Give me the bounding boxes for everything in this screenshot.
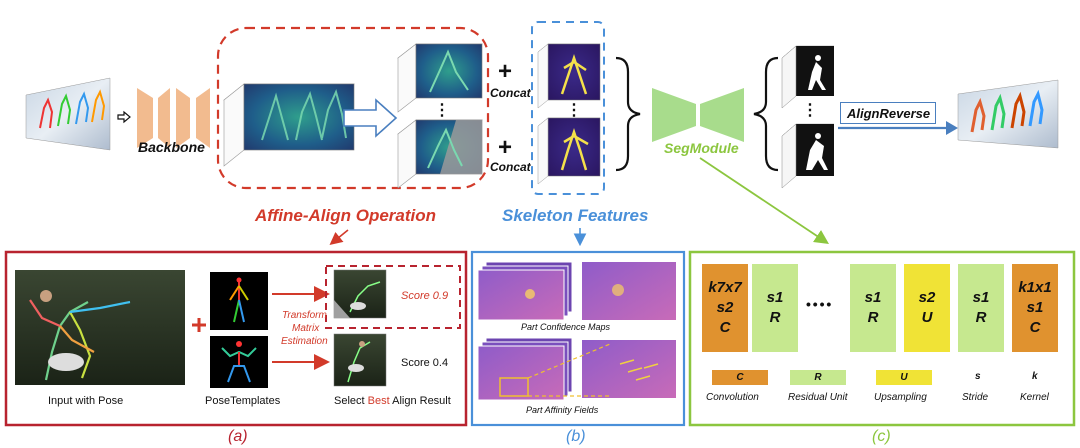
align-reverse-label: AlignReverse [847,106,931,121]
block-residual-2-stride: s1 [864,289,882,306]
legend-label-stride: Stride [962,392,989,403]
pose-template-1 [210,272,268,330]
confidence-maps-image [477,261,676,321]
transform-text-3: Estimation [281,336,328,347]
block-conv-1x1-type: C [1029,319,1041,336]
select-best-caption-best: Best [367,395,390,407]
affine-align-box [216,26,490,190]
segmodule-to-panel-c-arrow [699,157,829,244]
merge-brace [615,56,641,172]
block-conv-7x7-kernel: k7x7 [708,279,742,296]
block-upsample-stride: s2 [918,289,936,306]
pose-template-2 [210,336,268,388]
affinity-fields-image [477,337,676,401]
plus-icon-red [192,318,206,332]
affine-align-title: Affine-Align Operation [255,206,437,225]
select-best-caption: Select Best Align Result [334,395,451,407]
legend-label-conv: Convolution [706,392,759,403]
skeleton-features-box [531,21,605,195]
legend-label-upsample: Upsampling [874,392,927,403]
legend-key-stride: s [975,371,981,382]
pose-templates-caption: PoseTemplates [205,395,281,407]
block-residual-3-type: R [975,309,987,326]
input-arrow [117,110,131,124]
best-result-highlight [325,265,461,329]
block-conv-1x1-kernel: k1x1 [1018,279,1052,296]
block-conv-1x1: k1x1 s1 C [1012,264,1058,352]
transform-text-1: Transform [282,310,327,321]
backbone-label: Backbone [138,139,205,155]
block-conv-7x7-stride: s2 [716,299,734,316]
legend-swatch-conv: C [712,370,768,385]
plus-icon-2: + [498,134,513,161]
concat-label-1: Concat [490,86,531,100]
block-upsample-type: U [921,309,933,326]
score-other: Score 0.4 [401,357,449,369]
mask-2 [781,123,835,189]
block-residual-1-type: R [769,309,781,326]
vdots-masks: ⋮ [802,102,818,119]
block-conv-1x1-stride: s1 [1026,299,1044,316]
panel-a-caption: (a) [228,428,248,445]
skeleton-features-title: Skeleton Features [502,206,649,225]
aligned-crop-2 [397,119,483,189]
legend-swatch-residual: R [790,370,846,385]
input-with-pose-caption: Input with Pose [48,395,124,407]
transform-text-2: Matrix [292,323,320,334]
legend-label-kernel: Kernel [1020,392,1049,403]
panel-c-caption: (c) [872,428,891,445]
plus-icon-1: + [498,58,513,85]
split-brace [753,56,779,172]
panel-b-caption: (b) [566,428,586,445]
paf-caption: Part Affinity Fields [526,405,599,415]
block-residual-2: s1 R [850,264,896,352]
output-image [957,79,1059,149]
input-pose-photo [15,270,185,385]
segmodule-shape [652,88,744,142]
align-hollow-arrow [343,98,398,138]
input-image [25,77,111,151]
align-result-2 [333,333,387,387]
align-reverse-arrow [838,121,958,135]
block-conv-7x7-type: C [719,319,731,336]
concat-label-2: Concat [490,160,531,174]
select-best-caption-post: Align Result [389,395,451,407]
vdots-skeleton: ⋮ [566,102,582,119]
aligned-crop-1 [397,43,483,113]
blocks-ellipsis: • • • • [806,296,831,312]
skeleton-map-1 [537,43,601,109]
pcm-caption: Part Confidence Maps [521,322,611,332]
segmodule-label: SegModule [664,140,739,156]
block-residual-3: s1 R [958,264,1004,352]
block-residual-3-stride: s1 [972,289,990,306]
legend-swatch-upsample: U [876,370,932,385]
block-residual-1: s1 R [752,264,798,352]
backbone-shape [137,88,210,148]
feature-map-cube [223,83,355,167]
vdots-crops: ⋮ [434,102,450,119]
align-reverse-box: AlignReverse [840,102,936,124]
block-conv-7x7: k7x7 s2 C [702,264,748,352]
legend-label-residual: Residual Unit [788,392,848,403]
block-residual-2-type: R [867,309,879,326]
block-upsample: s2 U [904,264,950,352]
skeleton-map-2 [537,117,601,185]
block-residual-1-stride: s1 [766,289,784,306]
mask-1 [781,45,835,109]
score-best: Score 0.9 [401,290,449,302]
align-result-1 [333,269,387,319]
legend-key-kernel: k [1032,371,1038,382]
select-best-caption-pre: Select [334,395,368,407]
affine-to-panel-a-arrow [329,229,349,246]
